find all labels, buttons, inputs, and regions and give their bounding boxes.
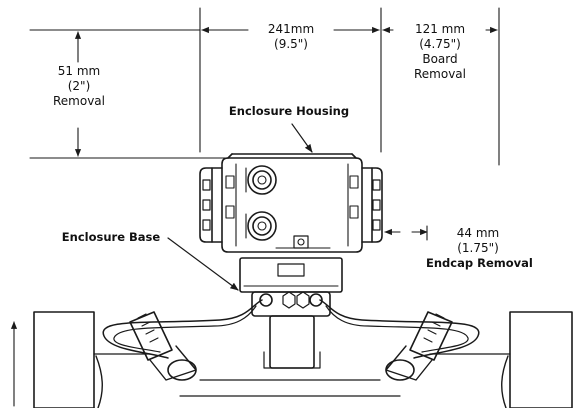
pipe-assembly <box>33 311 573 408</box>
endcap-removal-imperial: (1.75") <box>457 241 499 255</box>
endcap-removal-text: Endcap Removal <box>426 256 533 270</box>
conduit-plug-top <box>245 165 277 195</box>
height-removal-text: Removal <box>52 94 105 108</box>
board-removal-line2: Removal <box>413 67 466 81</box>
height-removal-label: 51 mm (2") Removal <box>36 64 122 109</box>
conduit-plug-bottom <box>245 211 277 241</box>
base-leader <box>167 237 239 291</box>
leader-lines <box>167 123 313 291</box>
housing-body <box>221 157 363 253</box>
width-dimension-label: 241mm (9.5") <box>250 22 332 52</box>
left-flange <box>33 311 95 408</box>
enclosure-base <box>239 257 343 369</box>
enclosure-housing <box>199 153 383 253</box>
base-block <box>239 257 343 293</box>
enclosure-housing-label: Enclosure Housing <box>228 104 350 118</box>
left-sensor <box>129 311 197 381</box>
width-imperial: (9.5") <box>274 37 308 51</box>
sensor-body <box>269 315 315 369</box>
height-removal-imperial: (2") <box>67 79 91 93</box>
right-endcap <box>361 167 383 243</box>
sensor-cables <box>102 299 480 359</box>
left-endcap <box>199 167 223 243</box>
enclosure-base-label: Enclosure Base <box>61 230 161 244</box>
right-flange <box>509 311 573 408</box>
width-metric: 241mm <box>267 22 315 36</box>
board-removal-line1: Board <box>422 52 458 66</box>
housing-leader <box>291 123 313 153</box>
board-removal-label: 121 mm (4.75") Board Removal <box>392 22 488 82</box>
right-sensor <box>385 311 453 381</box>
height-removal-metric: 51 mm <box>57 64 101 78</box>
endcap-removal-metric: 44 mm <box>456 226 500 240</box>
board-removal-imperial: (4.75") <box>419 37 461 51</box>
endcap-removal-label: 44 mm (1.75") Endcap Removal <box>426 226 533 271</box>
dimension-lines <box>10 7 500 407</box>
manifold-block <box>251 291 331 317</box>
board-removal-metric: 121 mm <box>414 22 466 36</box>
